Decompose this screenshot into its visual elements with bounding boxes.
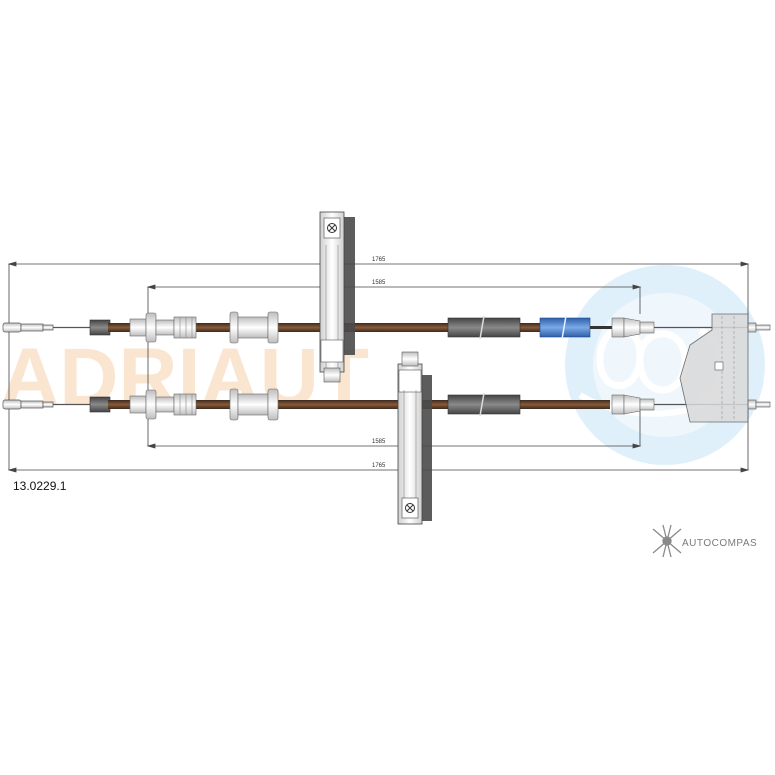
dim-label-top-inner: 1585 <box>372 280 386 286</box>
lower-gray-sleeve <box>447 394 521 415</box>
upper-mounting-bracket <box>319 211 355 383</box>
dimension-lines <box>7 261 750 473</box>
autocompas-star-icon <box>652 524 682 558</box>
autocompas-logo: AUTOCOMPAS <box>652 524 757 558</box>
upper-eye-end <box>2 322 22 333</box>
dim-label-top-outer: 1765 <box>372 257 386 263</box>
part-number: 13.0229.1 <box>13 479 67 493</box>
dim-label-bottom-inner: 1585 <box>372 439 386 445</box>
equalizer-bracket <box>679 313 749 423</box>
upper-gray-sleeve <box>447 317 521 338</box>
lower-cable-sheath <box>108 400 610 409</box>
watermark: ADRIAUT <box>0 265 765 465</box>
lower-mounting-bracket <box>397 351 432 525</box>
lower-eye-end <box>2 399 22 410</box>
dim-label-bottom-outer: 1765 <box>372 463 386 469</box>
autocompas-brand-text: AUTOCOMPAS <box>682 538 757 549</box>
